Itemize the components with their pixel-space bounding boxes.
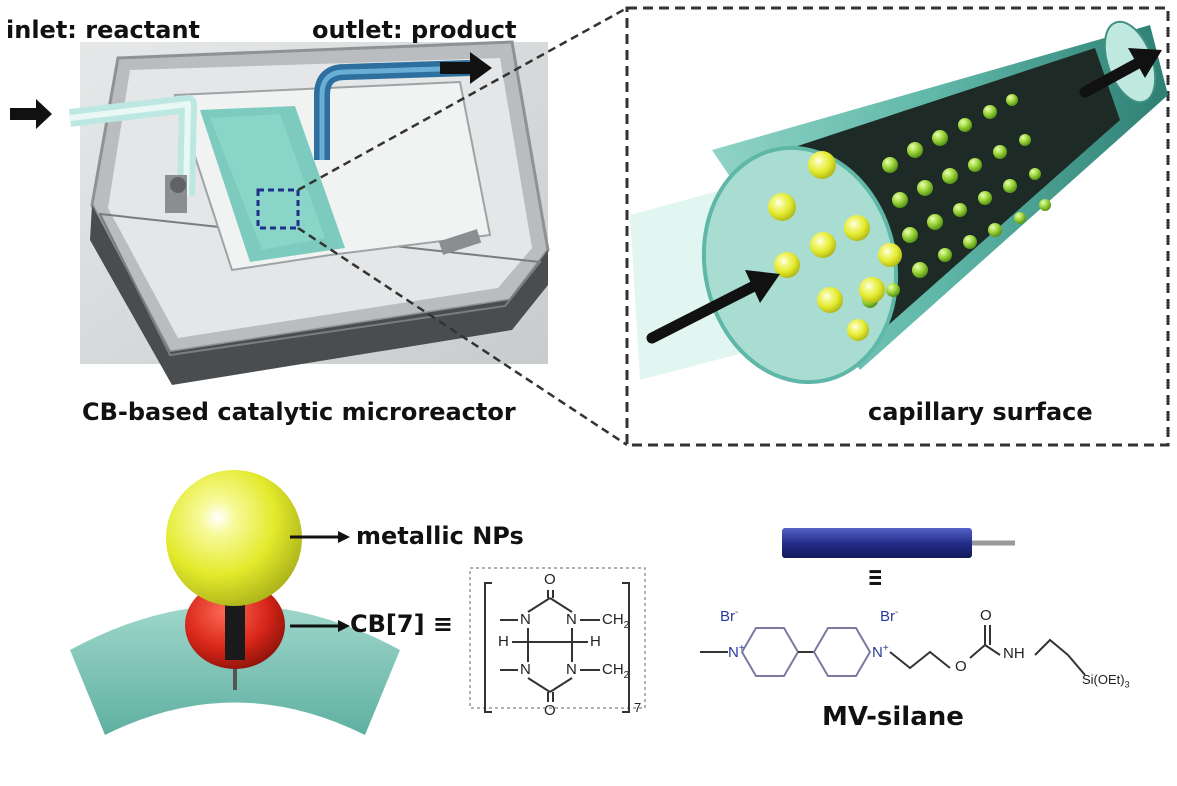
zoom-region-box xyxy=(256,188,300,230)
cb7-label: CB[7] ≡ xyxy=(350,610,454,638)
cb7-h-right: H xyxy=(590,633,601,650)
mv-nh: NH xyxy=(1003,645,1025,662)
mv-si: Si(OEt)3 xyxy=(1082,672,1130,690)
inner-wall-nanoparticles xyxy=(862,94,1051,308)
mv-br2: Br- xyxy=(880,607,899,625)
mv-o-ester: O xyxy=(955,658,967,675)
cb7-repeat-7: 7 xyxy=(634,700,642,715)
capillary-caption: capillary surface xyxy=(868,398,1093,426)
mv-n-plus1: N+ xyxy=(728,643,745,661)
microreactor-photo xyxy=(68,40,550,385)
cb7-ch2-bottom: CH2 xyxy=(602,661,630,681)
capillary-zoom-panel xyxy=(625,6,1170,447)
outlet-arrow xyxy=(440,52,492,84)
cb7-ch2-top: CH2 xyxy=(602,611,630,631)
metallic-nps-label: metallic NPs xyxy=(356,522,524,550)
cb7-n4: N xyxy=(566,661,577,678)
mv-n-plus2: N+ xyxy=(872,643,889,661)
front-nanoparticles xyxy=(768,151,902,341)
inlet-label: inlet: reactant xyxy=(6,16,201,44)
mv-br1: Br- xyxy=(720,607,739,625)
np-cb7-schematic xyxy=(70,470,400,735)
cb7-o-bottom: O xyxy=(544,702,556,719)
cb7-n3: N xyxy=(520,661,531,678)
cb7-n2: N xyxy=(566,611,577,628)
mv-rod xyxy=(782,528,1015,558)
equiv-symbol: III xyxy=(865,568,885,587)
outlet-label: outlet: product xyxy=(312,16,517,44)
inlet-arrow xyxy=(10,99,52,129)
mv-o-carbonyl: O xyxy=(980,607,992,624)
mv-silane-label: MV-silane xyxy=(822,702,964,732)
cb7-o-top: O xyxy=(544,571,556,588)
cb7-structure xyxy=(469,567,646,713)
metallic-np xyxy=(166,470,302,606)
reactor-caption: CB-based catalytic microreactor xyxy=(82,398,516,426)
cb7-h-left: H xyxy=(498,633,509,650)
cb7-n1: N xyxy=(520,611,531,628)
mv-structure xyxy=(700,625,1086,677)
